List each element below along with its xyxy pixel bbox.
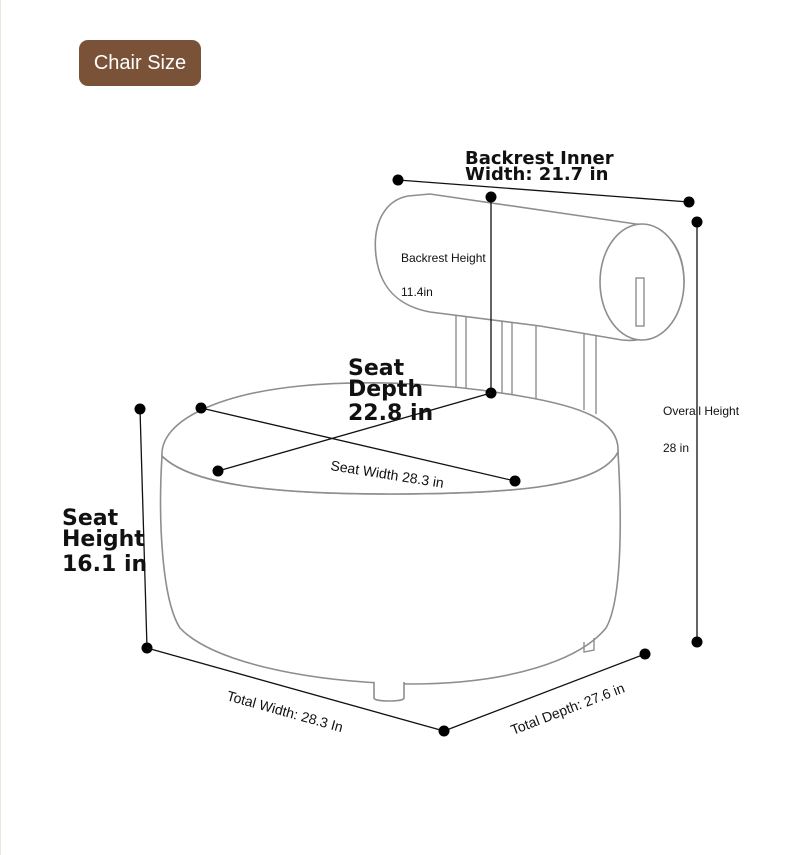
seat-depth-label-line2: Depth: [348, 377, 423, 402]
seat-depth-label-line1: Seat: [348, 356, 405, 381]
backrest-width-dot-right: [683, 196, 695, 208]
dimension-lines: [134, 174, 703, 737]
backrest-height-value: 11.4in: [401, 285, 433, 299]
overall-height-dot-top: [691, 216, 703, 228]
backrest-width-label-line2: Width: 21.7 in: [465, 164, 608, 185]
overall-height-value: 28 in: [663, 441, 689, 455]
seat-height-label-line2: Height: [62, 527, 145, 552]
total-width-line: [146, 647, 445, 732]
total-depth-line: [443, 653, 646, 732]
seat-height-line: [139, 408, 148, 649]
front-leg: [373, 682, 405, 702]
backrest-width-label-line1: Backrest Inner: [465, 148, 614, 169]
back-leg-left: [455, 312, 467, 388]
back-support-posts: [501, 318, 597, 414]
backrest-handle: [635, 277, 645, 327]
total-depth-dot-right: [639, 648, 651, 660]
seat-height-label-line1: Seat: [62, 506, 119, 531]
chair-outline: [159, 193, 685, 702]
seat-width-line: [200, 407, 516, 482]
backrest-height-label: Backrest Height: [401, 251, 486, 265]
seat-height-value: 16.1 in: [62, 552, 147, 577]
total-corner-dot: [438, 725, 450, 737]
backrest-width-dot-left: [392, 174, 404, 186]
total-width-label: Total Width: 28.3 In: [225, 687, 345, 735]
seat-top: [161, 382, 619, 495]
seat-width-dot-left: [195, 402, 207, 414]
backrest-height-dot-top: [485, 191, 497, 203]
seat-width-dot-right: [509, 475, 521, 487]
backrest-width-line: [397, 179, 690, 203]
total-depth-label: Total Depth: 27.6 in: [508, 680, 626, 738]
chair-size-badge: Chair Size: [79, 40, 201, 86]
backrest-end-roll: [599, 223, 685, 341]
side-leg: [583, 638, 595, 653]
overall-height-label: Overall Height: [663, 404, 740, 418]
page-border: [0, 0, 1, 855]
seat-depth-line: [217, 392, 492, 472]
seat-height-dot-top: [134, 403, 146, 415]
seat-depth-value: 22.8 in: [348, 401, 433, 426]
seat-depth-dot-front: [212, 465, 224, 477]
overall-height-dot-bottom: [691, 636, 703, 648]
